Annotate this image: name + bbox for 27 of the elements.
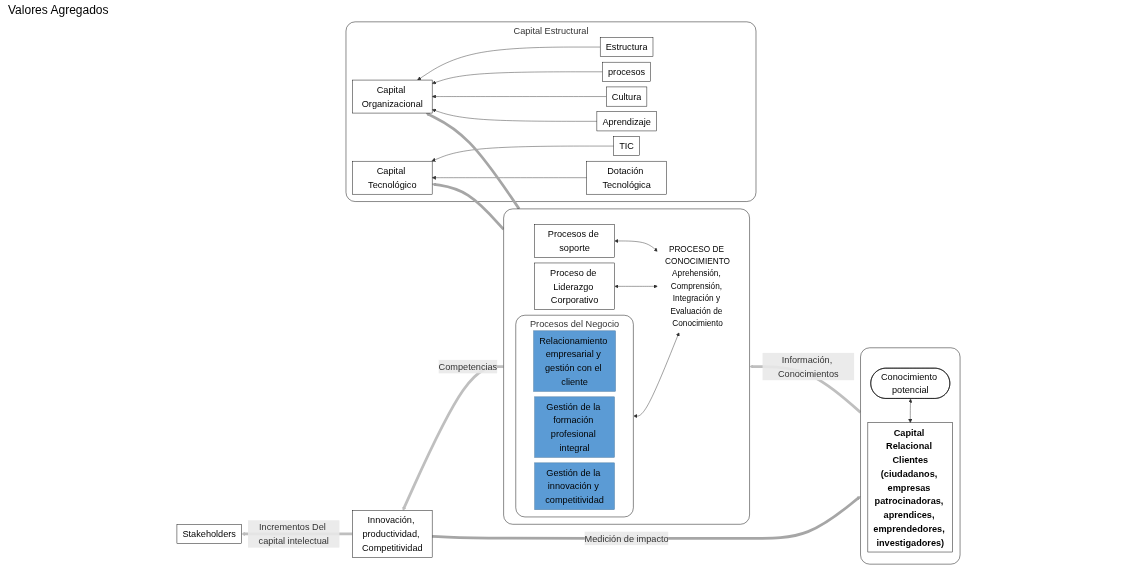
arrow — [425, 112, 521, 210]
node-box: TIC — [613, 136, 640, 156]
note-text: Valores Agregados — [8, 3, 109, 17]
cluster — [860, 347, 961, 565]
arrow — [432, 182, 505, 231]
edge-label: Competencias — [438, 361, 498, 372]
node-box: Estructura — [599, 37, 654, 57]
node-box: Aprendizaje — [596, 111, 657, 132]
node-text: PROCESO DE CONOCIMIENTO Aprehensión, Comprensión, Integración y Evaluación de Conocimiento — [665, 244, 731, 328]
edge-label: Información, Conocimientos — [777, 354, 839, 379]
node-box: Stakeholders — [176, 524, 242, 544]
node-box: Procesos de soporte — [534, 224, 615, 258]
edge-label: Incrementos Del capital intelectual — [258, 521, 329, 546]
node-box: Cultura — [606, 86, 648, 107]
node-box: Relacionamiento empresarial y gestión con el cliente — [533, 330, 616, 392]
node-box: Capital Organizacional — [352, 79, 433, 114]
cluster — [503, 208, 750, 525]
node-box: Capital Relacional Clientes (ciudadanos, empresas patrocinadoras, aprendices, emprendedores, investigadores) — [867, 422, 953, 553]
node-box: Innovación, productividad, Competitividad — [352, 510, 433, 558]
node-box: Gestión de la formación profesional integral — [534, 396, 615, 458]
node-box: Proceso de Liderazgo Corporativo — [534, 262, 615, 310]
node-box: Capital Tecnológico — [352, 160, 433, 195]
node-box: Gestión de la innovación y competitividad — [534, 462, 615, 510]
edge-label: Medición de impacto — [584, 533, 669, 544]
node-box: procesos — [602, 61, 651, 82]
arrow — [402, 365, 504, 511]
node-box: Dotación Tecnológica — [586, 160, 667, 195]
